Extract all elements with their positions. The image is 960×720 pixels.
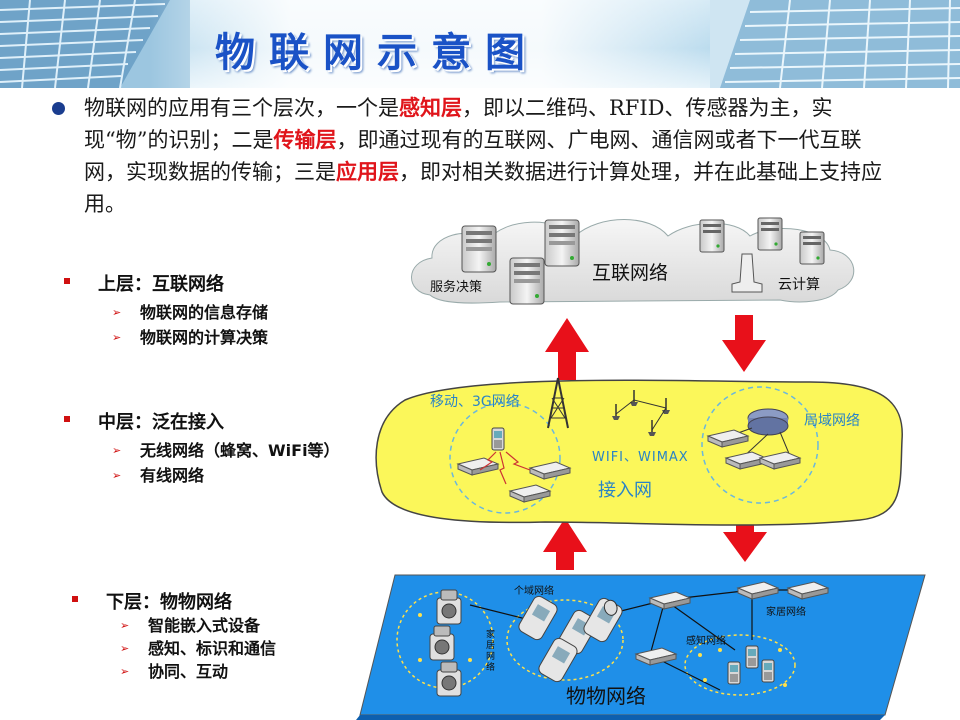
sensor-device-icon — [727, 661, 741, 685]
intro-text-2: ，即以二维码、RFID、传感器为主，实现“物”的识别；二是 — [84, 96, 833, 152]
server-icon — [509, 257, 545, 305]
camera-icon — [429, 625, 455, 661]
list-item-text: 有线网络 — [140, 466, 205, 485]
upper-layer-items: ➢ 物联网的信息存储 ➢ 物联网的计算决策 — [64, 300, 268, 350]
list-item-text: 物联网的信息存储 — [140, 303, 269, 322]
list-item-text: 无线网络（蜂窝、WiFi等） — [140, 441, 340, 460]
server-icon — [757, 217, 783, 251]
network-device-icon — [737, 581, 779, 600]
up-arrow-icon — [545, 318, 589, 380]
list-item: ➢ 有线网络 — [64, 463, 382, 488]
access-network-label: 接入网 — [598, 480, 652, 501]
list-item-text: 协同、互动 — [148, 662, 229, 681]
arrow-bullet-icon: ➢ — [112, 444, 122, 457]
header-banner: 物联网示意图 — [0, 0, 960, 88]
sensor-device-icon — [745, 645, 759, 669]
list-item-text: 物联网的计算决策 — [140, 328, 269, 347]
arrow-bullet-icon: ➢ — [112, 306, 122, 319]
intro-text-4: ，即对相关数据进行计算处理，并在此基础上支持应用。 — [84, 160, 882, 216]
pda-icon — [536, 635, 580, 685]
lower-layer-heading: 下层：物物网络 — [72, 588, 276, 614]
down-arrow-icon — [723, 515, 767, 562]
arrow-bullet-icon: ➢ — [120, 665, 130, 678]
camera-icon — [436, 589, 462, 625]
antenna-icon — [629, 389, 639, 407]
network-device-icon — [725, 451, 767, 470]
list-item: ➢ 物联网的计算决策 — [64, 325, 268, 350]
list-item: ➢ 协同、互动 — [72, 660, 276, 683]
list-item: ➢ 智能嵌入式设备 — [72, 614, 276, 637]
database-icon — [731, 253, 763, 293]
highlight-perception-layer: 感知层 — [399, 95, 462, 120]
network-device-icon — [457, 457, 499, 476]
pda-icon — [556, 607, 600, 657]
cell-tower-icon — [547, 377, 569, 429]
telephone-icon — [603, 599, 618, 616]
cloud-computing-label: 云计算 — [778, 277, 820, 293]
sensor-device-icon — [761, 659, 775, 683]
network-device-icon — [649, 591, 691, 610]
highlight-transport-layer: 传输层 — [273, 127, 337, 152]
pda-icon — [516, 593, 560, 643]
upper-layer-list: 上层：互联网络 ➢ 物联网的信息存储 ➢ 物联网的计算决策 — [64, 270, 268, 350]
down-arrow-icon — [722, 315, 766, 372]
pda-icon — [581, 595, 625, 645]
arrow-bullet-icon: ➢ — [112, 331, 122, 344]
camera-icon — [436, 661, 462, 697]
access-network — [375, 377, 903, 526]
wifi-wimax-label: WIFI、WIMAX — [592, 450, 689, 465]
middle-layer-heading: 中层：泛在接入 — [64, 408, 382, 434]
round-bullet-icon — [52, 102, 65, 115]
server-icon — [461, 225, 497, 273]
layer-arrows — [543, 315, 767, 570]
intro-paragraph: 物联网的应用有三个层次，一个是感知层，即以二维码、RFID、传感器为主，实现“物… — [84, 92, 894, 220]
server-icon — [799, 231, 825, 265]
arrow-bullet-icon: ➢ — [120, 619, 130, 632]
sensor-network-label: 感知网络 — [686, 636, 726, 647]
intro-text-3: ，即通过现有的互联网、广电网、通信网或者下一代互联网，实现数据的传输；三是 — [84, 128, 862, 184]
server-icon — [699, 219, 725, 253]
network-device-icon — [707, 429, 749, 448]
network-device-icon — [635, 647, 677, 666]
building-graphic-right — [710, 0, 960, 88]
list-item: ➢ 物联网的信息存储 — [64, 300, 268, 325]
middle-layer-list: 中层：泛在接入 ➢ 无线网络（蜂窝、WiFi等） ➢ 有线网络 — [64, 408, 382, 488]
network-device-icon — [787, 581, 829, 600]
antenna-icon — [661, 397, 671, 415]
antenna-icon — [611, 403, 621, 421]
list-item: ➢ 无线网络（蜂窝、WiFi等） — [64, 438, 382, 463]
home-network-label: 家居网络 — [766, 607, 806, 618]
things-network — [356, 574, 926, 720]
page-title: 物联网示意图 — [215, 30, 539, 76]
list-item-text: 感知、标识和通信 — [148, 639, 277, 658]
personal-area-label: 个域网络 — [514, 586, 554, 597]
lan-label: 局域网络 — [804, 413, 860, 429]
internet-label: 互联网络 — [592, 262, 669, 284]
network-device-icon — [759, 451, 801, 470]
server-icon — [544, 219, 580, 267]
network-device-icon — [509, 484, 551, 503]
lower-layer-list: 下层：物物网络 ➢ 智能嵌入式设备 ➢ 感知、标识和通信 ➢ 协同、互动 — [72, 588, 276, 683]
up-arrow-icon — [543, 518, 587, 570]
lower-layer-items: ➢ 智能嵌入式设备 ➢ 感知、标识和通信 ➢ 协同、互动 — [72, 614, 276, 683]
mobile-phone-icon — [491, 427, 505, 451]
antenna-icon — [647, 419, 657, 437]
list-item-text: 智能嵌入式设备 — [148, 616, 261, 635]
header-fade — [150, 0, 710, 88]
list-item: ➢ 感知、标识和通信 — [72, 637, 276, 660]
upper-layer-heading: 上层：互联网络 — [64, 270, 268, 296]
service-decision-label: 服务决策 — [430, 280, 483, 295]
mobile-3g-label: 移动、3G网络 — [430, 394, 520, 410]
internet-cloud — [411, 217, 855, 305]
highlight-application-layer: 应用层 — [336, 159, 399, 184]
home-network-vertical-label: 家居网络 — [486, 630, 496, 673]
network-device-icon — [529, 461, 571, 480]
things-network-label: 物物网络 — [566, 684, 646, 708]
middle-layer-items: ➢ 无线网络（蜂窝、WiFi等） ➢ 有线网络 — [64, 438, 382, 488]
arrow-bullet-icon: ➢ — [112, 469, 122, 482]
arrow-bullet-icon: ➢ — [120, 642, 130, 655]
intro-text-1: 物联网的应用有三个层次，一个是 — [84, 96, 399, 120]
